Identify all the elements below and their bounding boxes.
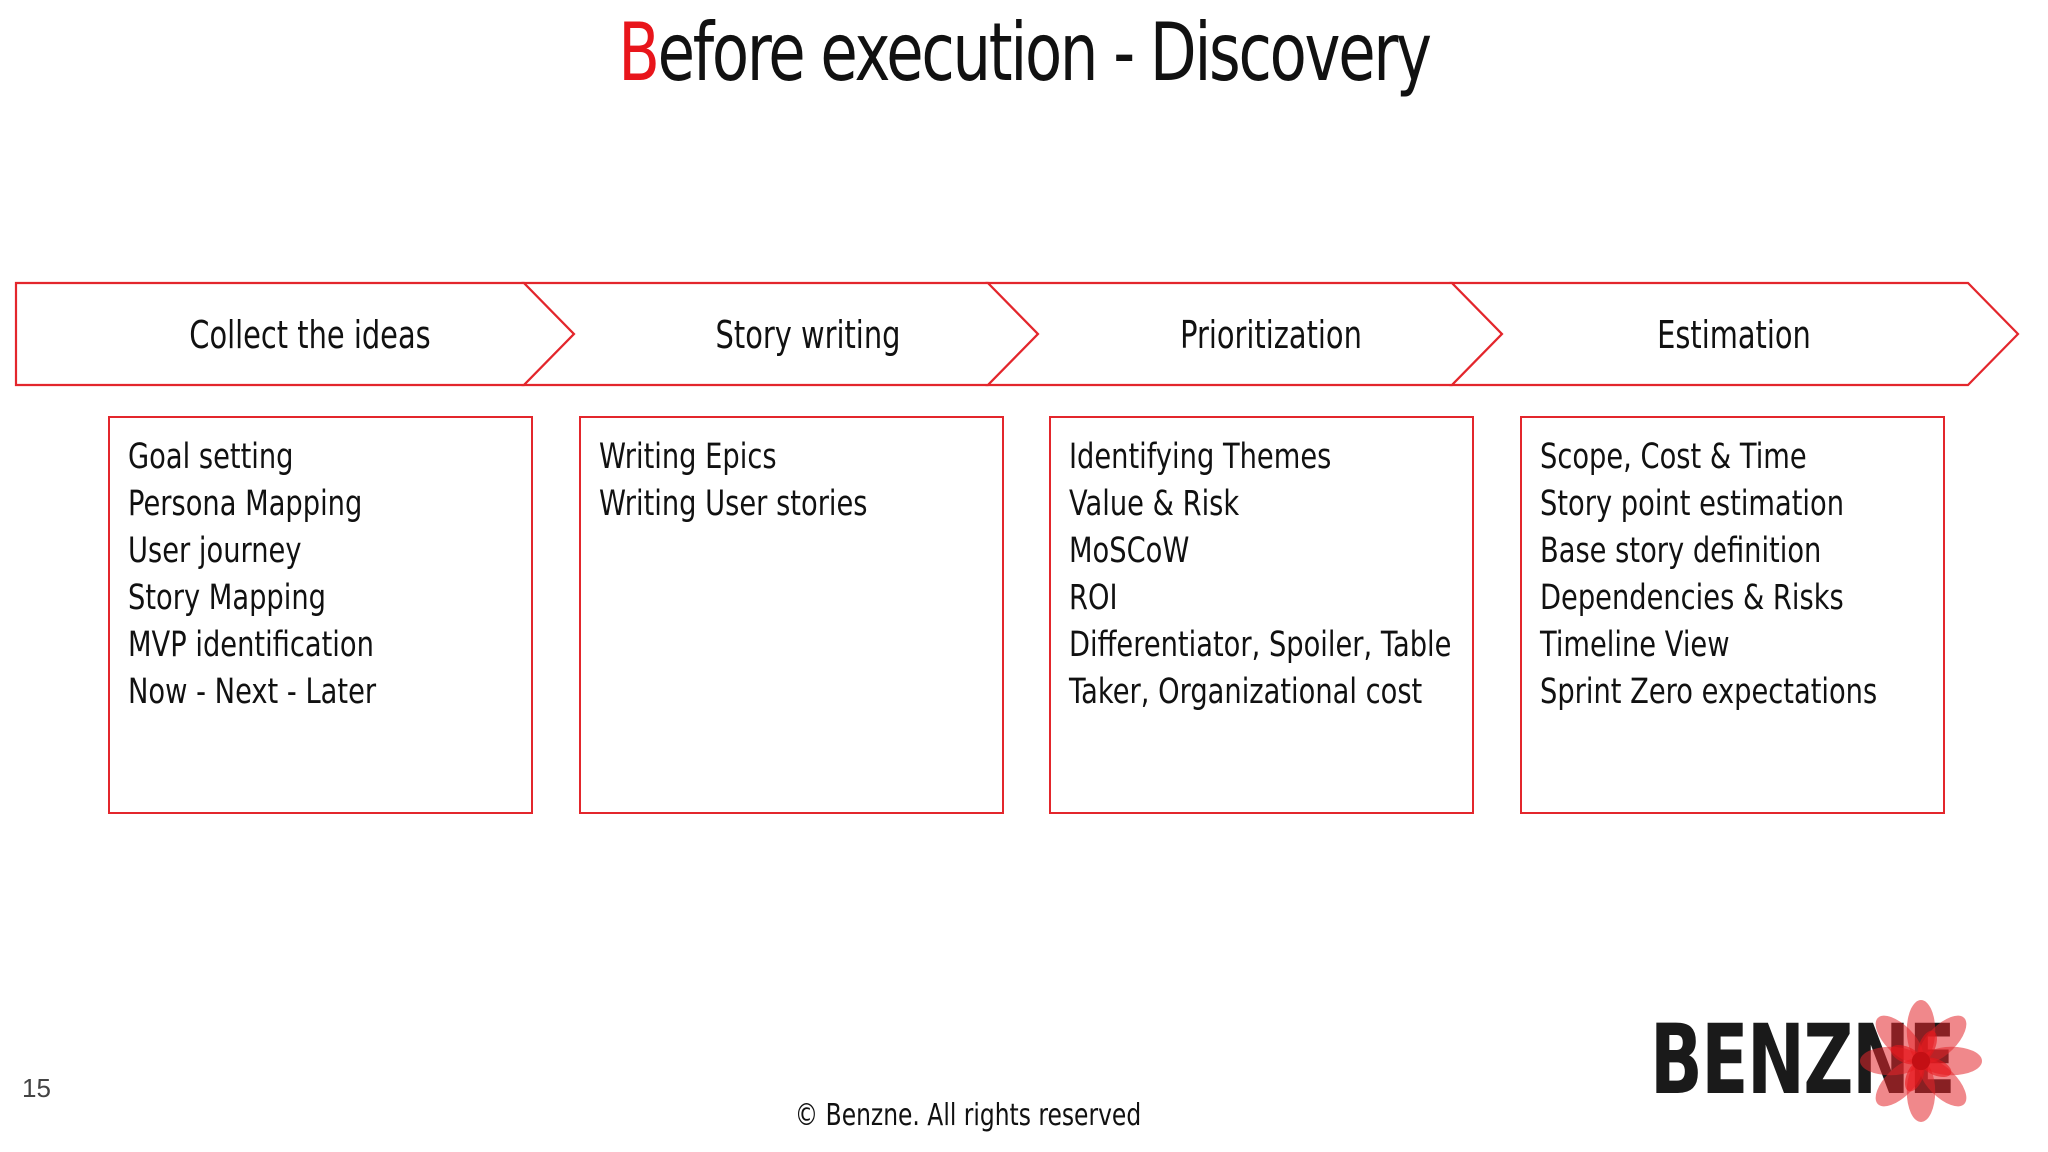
list-item: ROI [1069,578,1118,618]
flower-logo-icon [1860,1000,1982,1122]
title-first-letter: B [618,6,660,99]
list-item: MVP identification [128,625,374,665]
list-item: Story point estimation [1540,484,1845,524]
list-item: Identifying Themes [1069,437,1332,477]
step-label-story-writing: Story writing [716,313,901,357]
list-item: Scope, Cost & Time [1540,437,1807,477]
list-item: Base story definition [1540,531,1822,571]
list-item: Now - Next - Later [128,672,377,712]
list-item: Sprint Zero expectations [1540,672,1878,712]
list-item: Story Mapping [128,578,326,618]
step-label-estimation: Estimation [1657,313,1811,357]
list-item: MoSCoW [1069,531,1190,571]
list-item: Persona Mapping [128,484,363,524]
list-item: Value & Risk [1069,484,1240,524]
slide-title: Before execution - Discovery [246,6,1802,99]
step-details-story-writing: Writing Epics Writing User stories [579,416,1004,814]
list-item: User journey [128,531,302,571]
title-rest: efore execution - Discovery [657,6,1432,99]
step-details-prioritization: Identifying Themes Value & Risk MoSCoW R… [1049,416,1474,814]
list-item: Dependencies & Risks [1540,578,1844,618]
step-details-collect: Goal setting Persona Mapping User journe… [108,416,533,814]
step-details-estimation: Scope, Cost & Time Story point estimatio… [1520,416,1945,814]
list-item: Differentiator, Spoiler, Table [1069,625,1452,665]
list-item: Writing Epics [599,437,777,477]
list-item: Goal setting [128,437,294,477]
list-item: Taker, Organizational cost [1069,672,1423,712]
page-number: 15 [22,1073,51,1103]
list-item: Writing User stories [599,484,868,524]
step-label-collect: Collect the ideas [189,313,430,357]
copyright-footer: © Benzne. All rights reserved [794,1098,1142,1133]
step-arrow-estimation [1449,281,2020,387]
list-item: Timeline View [1540,625,1730,665]
step-label-prioritization: Prioritization [1180,313,1362,357]
